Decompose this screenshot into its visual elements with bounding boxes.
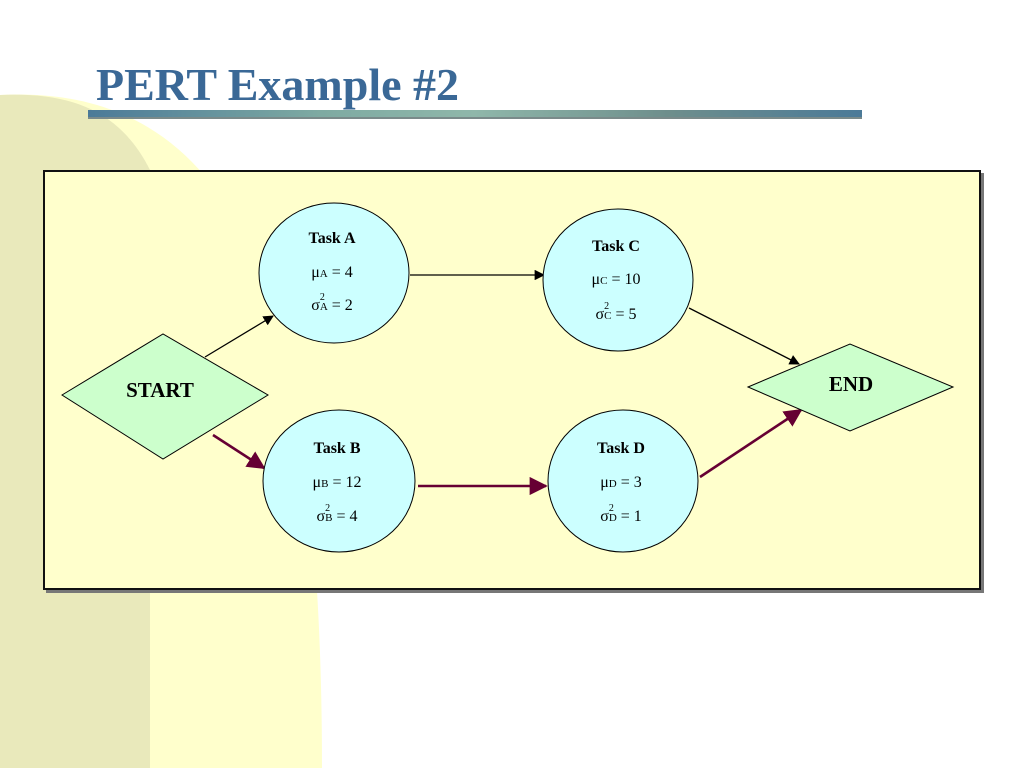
sigma-symbol: σ [316,508,326,525]
end-node-label: END [828,372,874,396]
mu-subscript: A [319,268,328,280]
start-node-shape [61,333,269,460]
end-node-shape [746,343,955,432]
edge-task-c-to-end [688,307,800,365]
task-d-mean: μD = 3 [561,474,681,492]
sigma-superscript: 2 [325,503,331,514]
task-b-node-shape [262,409,416,553]
edge-task-d-to-end [699,408,803,479]
mu-value: = 3 [616,474,642,491]
mu-subscript: D [608,478,617,490]
task-a-name: Task A [308,230,356,247]
task-d-name: Task D [597,440,645,457]
sigma-value: = 1 [616,508,642,525]
mu-symbol: μ [311,264,320,281]
sigma-superscript: 2 [319,292,325,303]
sigma-symbol: σ [311,297,320,314]
slide-title: PERT Example #2 [96,59,460,110]
sigma-subscript: B [325,512,333,524]
mu-value: = 12 [328,474,362,491]
sigma-value: = 4 [332,508,358,525]
sigma-superscript: 2 [608,503,614,514]
mu-value: = 10 [607,271,641,288]
sigma-symbol: σ [600,508,609,525]
sigma-value: = 2 [327,297,353,314]
sigma-subscript: A [319,301,328,313]
edge-start-to-task-a [204,315,274,358]
task-c-name: Task C [592,238,640,255]
mu-subscript: C [600,275,608,287]
sigma-subscript: C [604,310,612,322]
mu-symbol: μ [600,474,609,491]
start-node-label: START [126,378,194,402]
task-d-node-shape [547,409,699,553]
title-underline [88,110,862,119]
edge-start-to-task-b [212,433,266,470]
sigma-symbol: σ [595,306,605,323]
mu-symbol: μ [312,474,322,491]
task-c-mean: μC = 10 [556,271,676,289]
sigma-superscript: 2 [604,301,610,312]
sigma-subscript: D [608,512,617,524]
task-c-node-shape [542,208,694,352]
mu-symbol: μ [591,271,601,288]
task-b-mean: μB = 12 [277,474,397,492]
mu-value: = 4 [327,264,353,281]
mu-subscript: B [321,478,329,490]
task-b-name: Task B [313,440,361,457]
task-a-node-shape [258,202,410,344]
sigma-value: = 5 [611,306,637,323]
task-a-mean: μA = 4 [272,264,392,282]
